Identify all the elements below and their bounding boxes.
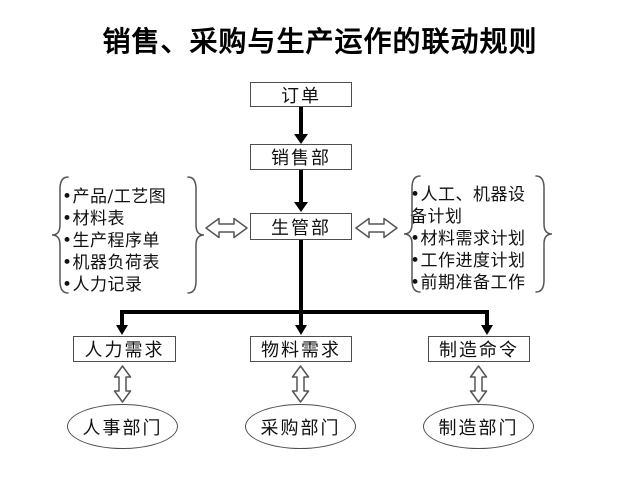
hr-demand-label: 人力需求 — [84, 340, 165, 361]
list-item: •人力记录 — [62, 275, 143, 295]
manufacturing-dept-ellipse: 制造部门 — [423, 404, 534, 449]
list-item: •材料需求计划 — [410, 229, 526, 249]
hr-demand-box: 人力需求 — [73, 336, 176, 362]
manufacturing-order-box: 制造命令 — [428, 336, 530, 362]
personnel-dept-label: 人事部门 — [82, 417, 163, 439]
material-demand-box: 物料需求 — [250, 336, 352, 362]
material-demand-label: 物料需求 — [261, 340, 341, 361]
personnel-dept-ellipse: 人事部门 — [67, 404, 178, 449]
vertical-double-arrow-personnel-icon — [113, 365, 132, 403]
list-item: 备计划 — [410, 207, 463, 227]
output-plans-list: •人工、机器设 备计划 •材料需求计划 •工作进度计划 •前期准备工作 — [410, 184, 540, 294]
list-item: •机器负荷表 — [62, 253, 161, 273]
page-title: 销售、采购与生产运作的联动规则 — [102, 25, 538, 58]
arrow-sales-to-prodmgmt-icon — [294, 170, 308, 212]
manufacturing-dept-label: 制造部门 — [438, 417, 519, 439]
production-mgmt-label: 生管部 — [271, 217, 331, 239]
purchasing-dept-ellipse: 采购部门 — [245, 404, 356, 449]
double-arrow-left-icon — [205, 217, 248, 239]
double-arrow-right-icon — [355, 217, 398, 239]
list-item: •工作进度计划 — [410, 251, 526, 271]
arrow-order-to-sales-icon — [294, 107, 308, 144]
sales-dept-label: 销售部 — [271, 148, 331, 169]
purchasing-dept-label: 采购部门 — [260, 417, 341, 439]
list-item: •生产程序单 — [62, 231, 161, 251]
order-label: 订单 — [281, 85, 321, 107]
vertical-double-arrow-manufacturing-icon — [469, 365, 488, 403]
list-item: •材料表 — [62, 209, 126, 229]
production-mgmt-box: 生管部 — [250, 213, 352, 240]
manufacturing-order-label: 制造命令 — [439, 340, 519, 361]
input-documents-list: •产品/工艺图 •材料表 •生产程序单 •机器负荷表 •人力记录 — [62, 186, 196, 296]
list-item: •产品/工艺图 — [62, 187, 167, 207]
vertical-double-arrow-purchasing-icon — [291, 365, 310, 403]
order-box: 订单 — [250, 82, 352, 107]
sales-dept-box: 销售部 — [250, 144, 352, 170]
list-item: •前期准备工作 — [410, 273, 526, 293]
list-item: •人工、机器设 — [410, 185, 526, 205]
